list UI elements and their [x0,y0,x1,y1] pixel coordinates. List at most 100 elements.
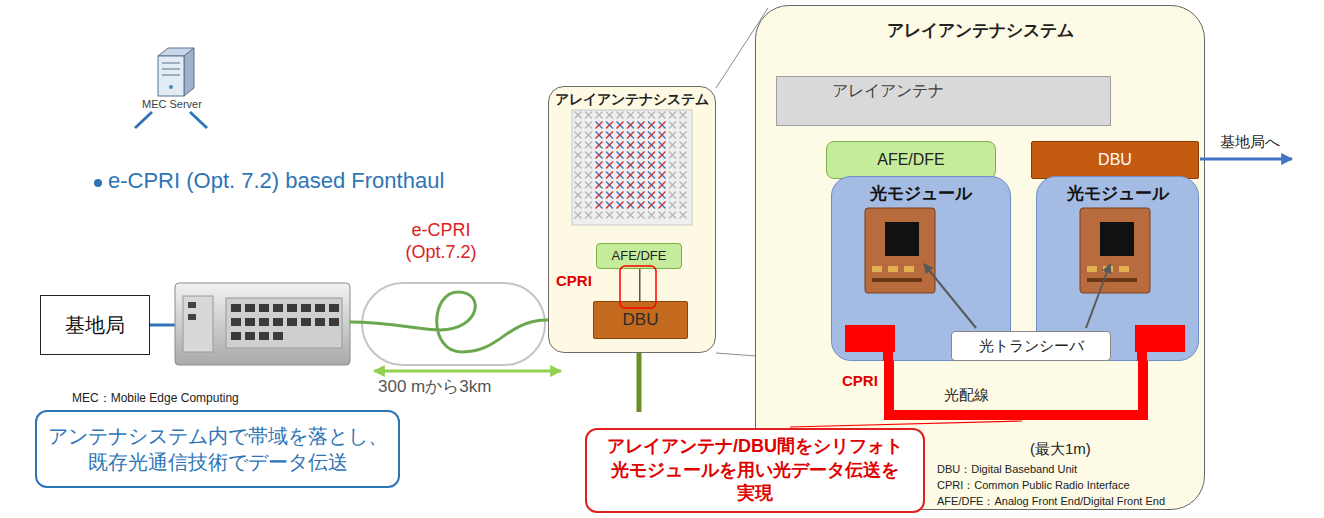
antenna-stroke [627,132,634,139]
antenna-stroke [638,152,645,159]
antenna-stroke [627,172,634,179]
antenna-stroke [648,212,655,219]
antenna-element [575,182,582,189]
antenna-element [575,172,582,179]
antenna-element [627,132,634,139]
antenna-stroke [648,192,655,199]
antenna-element [617,162,624,169]
antenna-stroke [638,122,645,129]
callout-box: アンテナシステム内で帯域を落とし、 既存光通信技術でデータ伝送 [35,410,400,488]
antenna-stroke [680,152,687,159]
antenna-element [585,112,592,119]
antenna-element [680,202,687,209]
antenna-stroke [669,112,676,119]
antenna-stroke [575,182,582,189]
antenna-element [596,132,603,139]
antenna-stroke [648,182,655,189]
antenna-stroke [648,182,655,189]
antenna-stroke [585,132,592,139]
antenna-stroke [606,132,613,139]
antenna-stroke [585,122,592,129]
antenna-stroke [680,192,687,199]
label-text: MEC：Mobile Edge Computing [72,391,239,405]
antenna-stroke [627,202,634,209]
antenna-element [617,112,624,119]
node-text: 光モジュール [870,183,972,205]
antenna-element [606,152,613,159]
antenna-stroke [680,212,687,219]
wire-stub [883,350,893,361]
antenna-stroke [627,162,634,169]
antenna-stroke [596,202,603,209]
antenna-stroke [638,212,645,219]
antenna-element [617,172,624,179]
output-arrow [1200,158,1292,161]
antenna-stroke [638,182,645,189]
antenna-stroke [638,192,645,199]
base-station-box: 基地局 [40,295,150,355]
antenna-stroke [575,142,582,149]
antenna-stroke [617,122,624,129]
antenna-stroke [669,172,676,179]
antenna-element [596,122,603,129]
antenna-stroke [659,142,666,149]
antenna-stroke [638,202,645,209]
antenna-stroke [596,112,603,119]
antenna-stroke [680,172,687,179]
label: CPRI [556,272,592,290]
antenna-stroke [617,202,624,209]
antenna-stroke [648,152,655,159]
node-text: アレイアンテナシステム [887,20,1074,42]
antenna-stroke [648,122,655,129]
dbu-box: DBU [593,301,688,339]
antenna-stroke [575,202,582,209]
antenna-stroke [659,212,666,219]
antenna-stroke [659,192,666,199]
antenna-element [648,212,655,219]
antenna-element [627,112,634,119]
antenna-stroke [617,202,624,209]
antenna-stroke [627,162,634,169]
label-text: MEC Server [142,98,202,111]
antenna-stroke [585,142,592,149]
antenna-stroke [638,162,645,169]
antenna-element [669,112,676,119]
antenna-stroke [648,122,655,129]
antenna-stroke [617,212,624,219]
antenna-stroke [669,202,676,209]
antenna-stroke [617,112,624,119]
antenna-element [669,162,676,169]
antenna-stroke [606,152,613,159]
antenna-stroke [680,112,687,119]
antenna-stroke [575,182,582,189]
chip-image [865,208,935,293]
antenna-element [648,142,655,149]
antenna-element [638,142,645,149]
antenna-stroke [596,212,603,219]
antenna-stroke [680,162,687,169]
antenna-element [659,162,666,169]
antenna-stroke [669,142,676,149]
pointer-arrow [924,264,976,328]
antenna-stroke [627,182,634,189]
transceiver-block [845,325,895,352]
antenna-element [596,112,603,119]
antenna-stroke [638,132,645,139]
antenna-stroke [669,212,676,219]
cpri-link [639,269,641,301]
antenna-stroke [659,192,666,199]
antenna-element [596,142,603,149]
antenna-stroke [659,122,666,129]
antenna-stroke [627,192,634,199]
antenna-stroke [617,112,624,119]
antenna-stroke [575,152,582,159]
antenna-stroke [638,212,645,219]
label-text: CPRI [842,372,878,390]
node-text: AFE/DFE [877,150,945,171]
antenna-element [669,152,676,159]
antenna-stroke [680,172,687,179]
antenna-element [606,172,613,179]
antenna-stroke [638,132,645,139]
antenna-stroke [680,122,687,129]
